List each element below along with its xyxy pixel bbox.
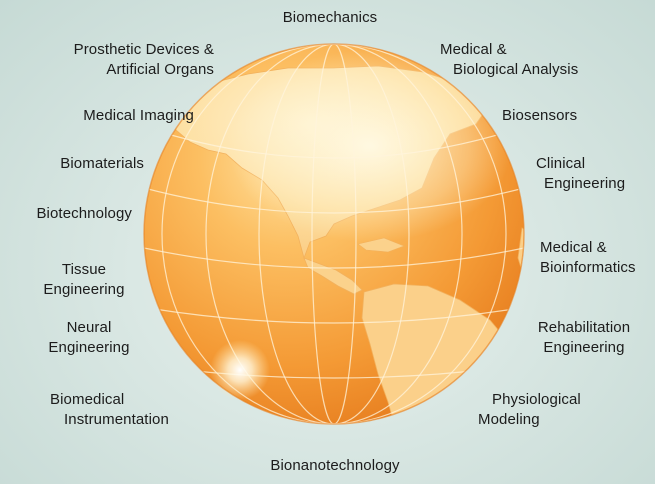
continent-central-america: [303, 257, 363, 295]
label-neural-engineering: Neural Engineering: [48, 319, 130, 356]
label-biomaterials: Biomaterials: [60, 155, 144, 172]
label-biomechanics: Biomechanics: [282, 9, 378, 26]
label-physiological-modeling: Physiological Modeling: [478, 391, 581, 428]
label-biosensors: Biosensors: [502, 107, 578, 124]
label-clinical-engineering: Clinical Engineering: [536, 155, 626, 192]
label-medical-biological-analysis: Medical & Biological Analysis: [440, 41, 579, 78]
label-rehabilitation-engineering: Rehabilitation Engineering: [537, 319, 631, 356]
graticule-meridians: [161, 44, 507, 424]
continent-africa-edge: [517, 227, 524, 300]
globe-graphic: [143, 43, 525, 425]
label-bionanotechnology: Bionanotechnology: [270, 457, 400, 474]
globe-illustration: [138, 38, 530, 430]
label-medical-imaging: Medical Imaging: [83, 107, 194, 124]
label-tissue-engineering: Tissue Engineering: [43, 261, 125, 298]
label-biotechnology: Biotechnology: [36, 205, 132, 222]
label-prosthetic-devices: Prosthetic Devices & Artificial Organs: [73, 41, 214, 78]
globe-gloss: [228, 50, 512, 242]
globe-sparkle: [210, 340, 270, 400]
label-biomedical-instrumentation: Biomedical Instrumentation: [50, 391, 169, 428]
label-medical-bioinformatics: Medical & Bioinformatics: [540, 239, 636, 276]
